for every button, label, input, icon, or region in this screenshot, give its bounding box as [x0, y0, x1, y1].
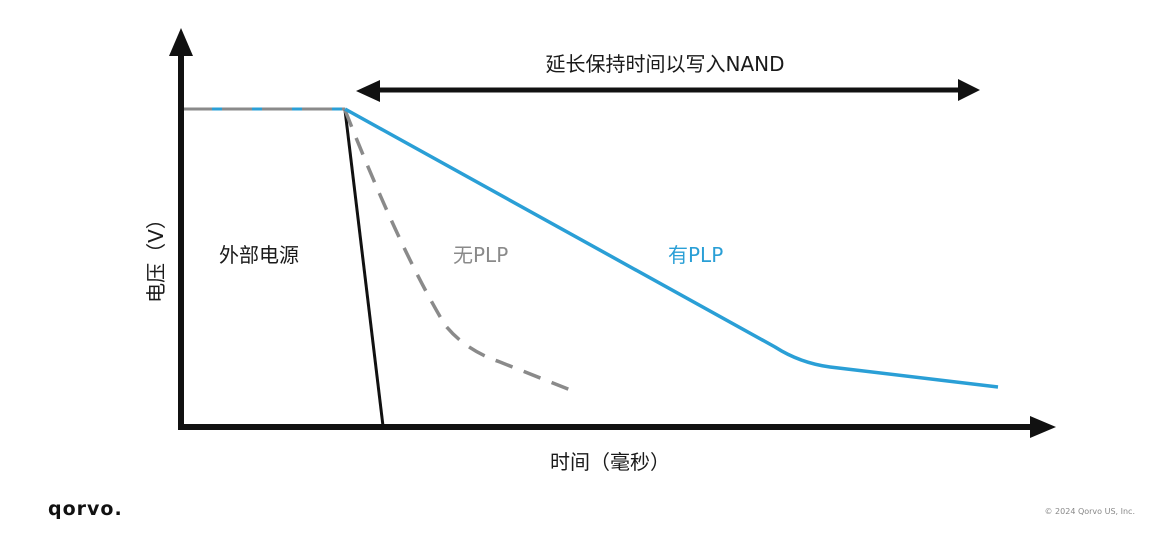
qorvo-logo: qorvo.	[48, 498, 123, 520]
x-axis-arrow-icon	[1030, 416, 1056, 438]
arrow-right-icon	[958, 79, 980, 101]
without-plp-label: 无PLP	[453, 243, 509, 267]
x-axis-title: 时间（毫秒）	[550, 450, 670, 474]
retention-annotation: 延长保持时间以写入NAND	[545, 52, 785, 76]
copyright-notice: © 2024 Qorvo US, Inc.	[1044, 507, 1136, 516]
without-plp-curve	[343, 109, 579, 395]
arrow-left-icon	[356, 80, 380, 102]
external-power-curve	[343, 109, 385, 427]
external-power-label: 外部电源	[219, 243, 299, 267]
with-plp-label: 有PLP	[668, 243, 724, 267]
with-plp-curve	[344, 107, 999, 389]
y-axis-arrow-icon	[169, 28, 193, 56]
y-axis-title: 电压（V）	[144, 209, 168, 303]
